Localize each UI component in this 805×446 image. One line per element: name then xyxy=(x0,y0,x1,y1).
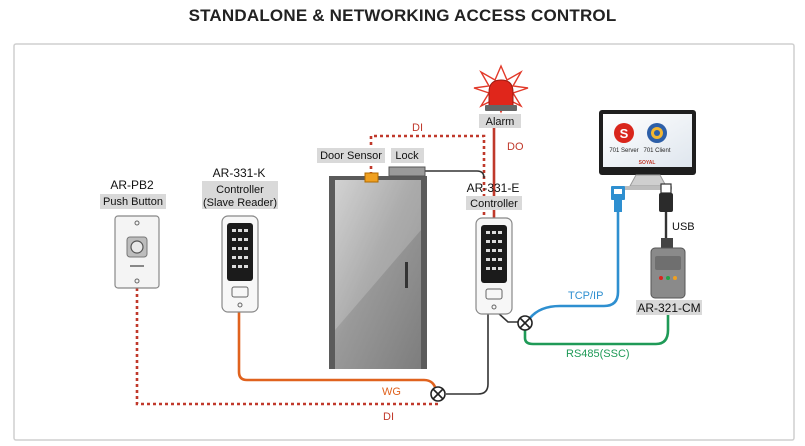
alarm-light-icon xyxy=(473,64,529,114)
ethernet-connector-icon xyxy=(611,186,625,212)
slave-reader-label-bg xyxy=(202,181,278,209)
server-app-icon: S xyxy=(614,123,634,143)
di-bottom-label: DI xyxy=(383,411,394,423)
slave-reader-desc1: Controller xyxy=(216,184,264,196)
door-sensor-label-bg xyxy=(317,148,385,163)
server-app-label: 701 Server xyxy=(609,148,638,154)
converter-model: AR-321-CM xyxy=(637,301,700,315)
rs485-wire xyxy=(523,310,670,346)
outer-frame xyxy=(13,43,795,441)
door xyxy=(329,176,427,369)
usb-plug-icon xyxy=(659,183,673,212)
slave-reader-device xyxy=(221,215,259,313)
lock-wire xyxy=(424,170,485,179)
converter-label-bg xyxy=(636,300,702,315)
tcpip-label: TCP/IP xyxy=(568,290,603,302)
wg-label: WG xyxy=(382,386,401,398)
push-button-model: AR-PB2 xyxy=(110,178,154,192)
push-button-label-bg xyxy=(100,194,166,209)
slave-reader-model: AR-331-K xyxy=(213,166,266,180)
svg-text:S: S xyxy=(620,126,629,141)
controller-device xyxy=(475,217,513,315)
usb-label: USB xyxy=(672,221,695,233)
alarm-label: Alarm xyxy=(486,116,515,128)
rs485-label: RS485(SSC) xyxy=(566,348,630,360)
slave-reader-desc2: (Slave Reader) xyxy=(203,197,277,209)
lock-device xyxy=(388,166,426,177)
bottom-junction xyxy=(430,386,446,402)
wg-wire xyxy=(237,310,437,388)
network-junction xyxy=(517,315,533,331)
client-app-icon xyxy=(647,123,667,143)
controller-model: AR-331-E xyxy=(467,181,520,195)
controller-junction-wire xyxy=(446,314,489,395)
push-button-desc: Push Button xyxy=(103,196,163,208)
controller-label-bg xyxy=(466,196,522,210)
tcpip-wire xyxy=(529,212,620,319)
do-label: DO xyxy=(507,141,524,153)
diagram-title: STANDALONE & NETWORKING ACCESS CONTROL xyxy=(188,6,617,25)
converter-device xyxy=(650,238,686,299)
alarm-label-bg xyxy=(479,114,521,128)
monitor-brand: SOYAL xyxy=(639,160,656,166)
push-button-device xyxy=(114,215,160,289)
di-top-label: DI xyxy=(412,122,423,134)
controller-desc: Controller xyxy=(470,198,518,210)
controller-network-wire xyxy=(496,311,518,323)
door-sensor-device xyxy=(364,172,379,183)
lock-label-bg xyxy=(391,148,424,163)
door-sensor-label: Door Sensor xyxy=(320,150,382,162)
lock-label: Lock xyxy=(395,150,419,162)
client-app-label: 701 Client xyxy=(643,148,670,154)
